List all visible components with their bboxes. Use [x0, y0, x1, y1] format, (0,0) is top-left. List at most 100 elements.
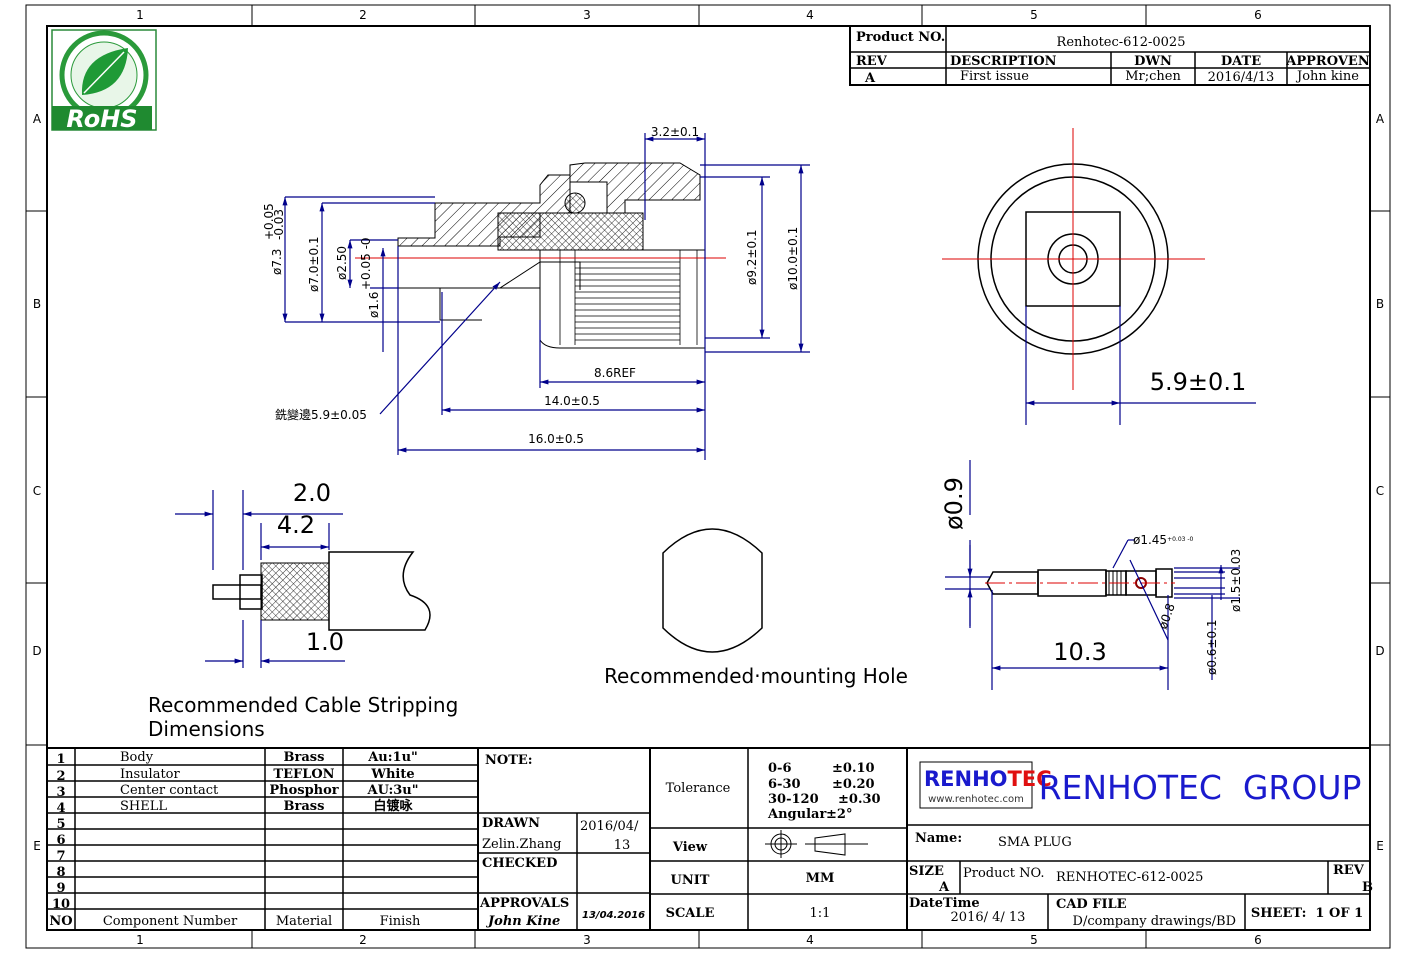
datetime-value: 2016/ 4/ 13 — [951, 910, 1026, 925]
frame-row-c-right: C — [1376, 484, 1384, 498]
dim-d145: ø1.45+0.03 -0 — [1133, 533, 1194, 547]
frame-col-4: 4 — [806, 8, 814, 22]
parts-cell-component: Center contact — [120, 783, 219, 798]
dim-d06: ø0.6±0.1 — [1205, 619, 1219, 675]
parts-cell-finish: White — [370, 767, 414, 782]
parts-cell-no: 6 — [56, 833, 65, 848]
scale-label: SCALE — [666, 906, 715, 921]
approvals-label: APPROVALS — [479, 896, 569, 911]
dim-hex: 銑變邊5.9±0.05 — [275, 407, 367, 422]
frame-row-c: C — [33, 484, 41, 498]
sheet-info: SHEET: 1 OF 1 — [1251, 906, 1363, 921]
checked-label: CHECKED — [482, 856, 557, 871]
dim-d08: ø0.8 — [1156, 601, 1178, 631]
frame-row-e-right: E — [1376, 839, 1384, 853]
rev-label: REV — [1333, 863, 1365, 878]
parts-cell-finish: 白镀咏 — [373, 798, 413, 814]
cable-stripping-view: 2.0 4.2 1.0 Recommended Cable Stripping … — [148, 479, 458, 741]
stripping-caption-line2: Dimensions — [148, 717, 265, 741]
drawn-date-2: 13 — [614, 838, 631, 853]
cad-file-path: D/company drawings/BD — [1073, 914, 1236, 929]
parts-cell-material: TEFLON — [273, 767, 334, 782]
renhotec-logo: RENHOTEC www.renhotec.com — [919, 761, 1052, 809]
dim-d70: ø7.0±0.1 — [307, 236, 321, 292]
unit-label: UNIT — [671, 873, 710, 888]
note-label: NOTE: — [485, 753, 533, 768]
rev-cell-date: 2016/4/13 — [1208, 70, 1275, 85]
scale-value: 1:1 — [810, 906, 831, 921]
tol-range-2: 6-30 — [768, 777, 801, 792]
parts-header-no: NO — [49, 914, 72, 929]
parts-cell-material: Brass — [284, 750, 325, 765]
mounting-hole-view: Recommended·mounting Hole — [604, 528, 908, 688]
dim-strip-42: 4.2 — [277, 511, 315, 539]
frame-row-b: B — [33, 297, 41, 311]
dim-l140: 14.0±0.5 — [544, 394, 600, 408]
tol-value-2: ±0.20 — [832, 777, 875, 792]
frame-col-5: 5 — [1030, 8, 1038, 22]
rev-header-approven: APPROVEN — [1285, 54, 1370, 69]
parts-cell-material: Phosphor — [269, 783, 338, 798]
table-row: 5 — [56, 817, 65, 832]
tol-range-1: 0-6 — [768, 761, 792, 776]
view-label: View — [672, 840, 708, 855]
rohs-text: RoHS — [66, 105, 137, 133]
parts-cell-no: 9 — [56, 881, 65, 896]
parts-cell-finish: AU:3u" — [366, 783, 418, 798]
dim-d16: ø1.6 — [367, 292, 381, 318]
dim-d92: ø9.2±0.1 — [745, 229, 759, 285]
dim-d73-tol-plus: +0.05 — [262, 203, 276, 240]
table-row: 6 — [56, 833, 65, 848]
product-no: RENHOTEC-612-0025 — [1056, 870, 1203, 885]
rev-product-no: Renhotec-612-0025 — [1057, 35, 1186, 50]
frame-col-2-bottom: 2 — [359, 933, 367, 947]
contact-view: ø0.9 ø1.45+0.03 -0 ø1.5±0.03 ø0.6±0.1 ø0… — [940, 460, 1243, 690]
table-row: 10 — [52, 897, 70, 912]
dim-l103: 10.3 — [1053, 638, 1106, 666]
parts-header-component: Component Number — [103, 914, 238, 929]
name-label: Name: — [915, 831, 962, 846]
rev-header-dwn: DWN — [1134, 54, 1172, 69]
parts-cell-finish: Au:1u" — [367, 750, 418, 765]
rohs-logo: RoHS — [51, 29, 157, 133]
rev-header-rev: REV — [856, 54, 888, 69]
company-name: RENHOTEC GROUP — [1039, 768, 1362, 807]
rev-cell-description: First issue — [960, 69, 1029, 84]
part-name: SMA PLUG — [998, 835, 1072, 850]
parts-cell-no: 5 — [56, 817, 65, 832]
frame-col-3-bottom: 3 — [583, 933, 591, 947]
parts-cell-no: 7 — [56, 849, 65, 864]
dim-ref86: 8.6REF — [594, 366, 636, 380]
parts-cell-no: 3 — [56, 785, 65, 800]
frame-col-2: 2 — [359, 8, 367, 22]
dim-d09: ø0.9 — [940, 477, 968, 530]
parts-cell-no: 10 — [52, 897, 70, 912]
revision-table: Product NO. Renhotec-612-0025 REV DESCRI… — [849, 25, 1371, 86]
tol-value-4: ±2° — [826, 807, 852, 822]
drawn-date-1: 2016/04/ — [580, 819, 639, 834]
dim-d250: ø2.50 — [335, 246, 349, 280]
parts-cell-component: Body — [120, 750, 154, 765]
front-view: 5.9±0.1 — [942, 128, 1256, 425]
frame-row-e: E — [33, 839, 41, 853]
frame-col-1: 1 — [136, 8, 144, 22]
table-row: 1 Body Brass Au:1u" — [56, 750, 417, 767]
dim-strip-10: 1.0 — [306, 628, 344, 656]
frame-row-a: A — [33, 112, 42, 126]
tol-value-3: ±0.30 — [838, 792, 881, 807]
logo-text: RENHOTEC — [924, 767, 1052, 791]
frame-row-a-right: A — [1376, 112, 1385, 126]
dim-d15: ø1.5±0.03 — [1229, 549, 1243, 612]
table-row: 3 Center contact Phosphor AU:3u" — [56, 783, 418, 800]
parts-cell-no: 1 — [56, 752, 65, 767]
dim-d16-tol: +0.05 -0 — [359, 237, 373, 290]
frame-col-4-bottom: 4 — [806, 933, 814, 947]
product-no-label: Product NO. — [963, 866, 1045, 881]
dim-l160: 16.0±0.5 — [528, 432, 584, 446]
rev-header-description: DESCRIPTION — [950, 54, 1057, 69]
drawing-frame: 1 2 3 4 5 6 1 2 3 4 5 6 A B C D E A B C … — [25, 4, 1391, 949]
frame-row-b-right: B — [1376, 297, 1384, 311]
stripping-caption-line1: Recommended Cable Stripping — [148, 693, 458, 717]
